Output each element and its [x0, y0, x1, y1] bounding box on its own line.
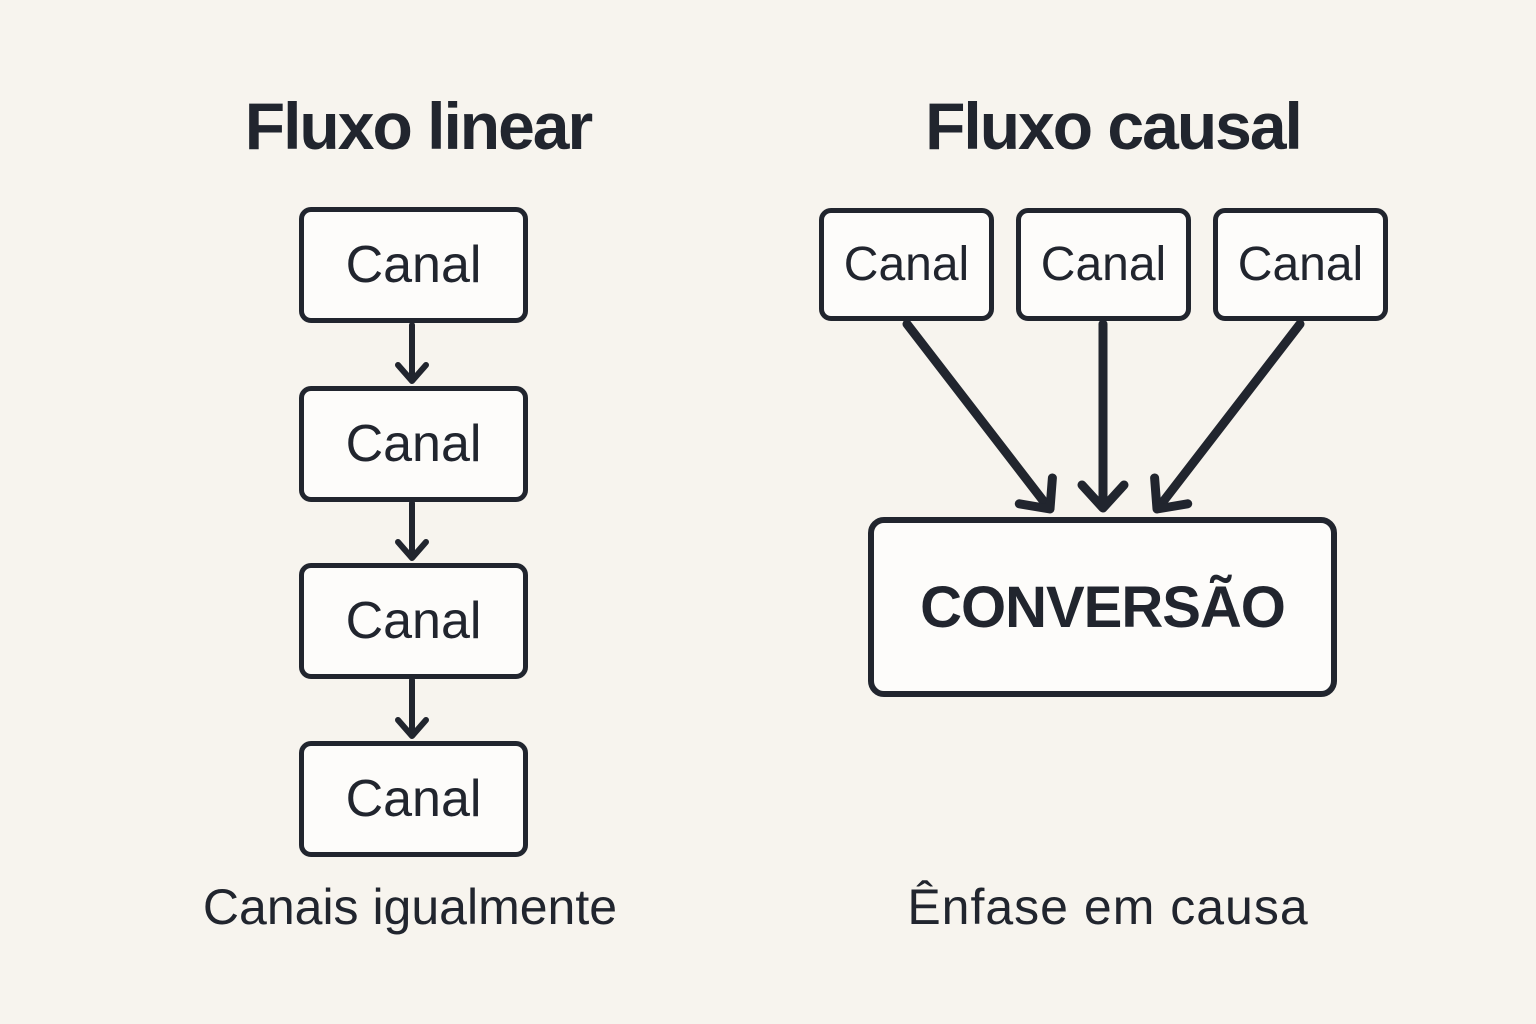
linear-channel-box-1: Canal [299, 207, 528, 323]
channel-label: Canal [345, 770, 482, 828]
conversion-label: CONVERSÃO [920, 574, 1286, 640]
causal-channel-box-3: Canal [1213, 208, 1388, 321]
channel-label: Canal [1040, 238, 1167, 291]
channel-label: Canal [345, 592, 482, 650]
causal-channel-box-1: Canal [819, 208, 994, 321]
channel-label: Canal [345, 236, 482, 294]
causal-flow-caption: Ênfase em causa [907, 879, 1309, 935]
causal-flow-title: Fluxo causal [925, 89, 1303, 163]
channel-label: Canal [843, 238, 970, 291]
causal-middle-down-arrow-icon [1077, 319, 1129, 513]
linear-channel-box-3: Canal [299, 563, 528, 679]
conversion-box: CONVERSÃO [868, 517, 1337, 697]
channel-label: Canal [345, 415, 482, 473]
causal-left-diagonal-arrow-icon [902, 319, 1057, 514]
channel-label: Canal [1237, 238, 1364, 291]
linear-down-arrow-2-icon [395, 500, 429, 561]
causal-channel-box-2: Canal [1016, 208, 1191, 321]
linear-channel-box-4: Canal [299, 741, 528, 857]
linear-down-arrow-3-icon [395, 677, 429, 739]
linear-flow-caption: Canais igualmente [202, 879, 618, 935]
linear-flow-title: Fluxo linear [244, 89, 593, 163]
linear-channel-box-2: Canal [299, 386, 528, 502]
linear-down-arrow-1-icon [395, 322, 429, 384]
causal-right-diagonal-arrow-icon [1150, 319, 1305, 514]
